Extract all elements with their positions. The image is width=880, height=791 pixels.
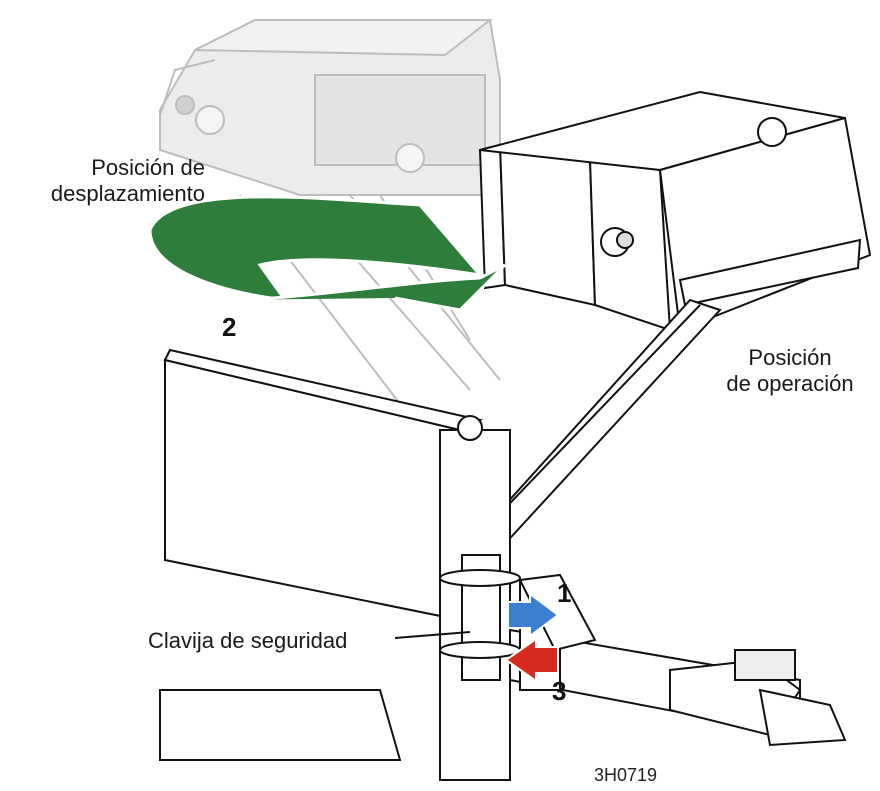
hopper-operating (478, 90, 872, 332)
insert-pin-arrow (504, 637, 559, 683)
step-2-callout: 2 (222, 312, 237, 342)
pivot-post (394, 554, 521, 681)
hitch (518, 573, 847, 747)
transport-label-line2: desplazamiento (50, 181, 205, 206)
transport-position-label: Posición de desplazamiento (25, 155, 205, 207)
figure-id: 3H0719 (594, 765, 658, 785)
step-1-callout: 1 (557, 578, 572, 608)
rotate-arrow (148, 195, 507, 312)
remove-pin-arrow (507, 592, 560, 638)
transport-label-line1: Posición de (91, 155, 205, 180)
operating-position-label: Posición de operación (720, 345, 860, 397)
operating-label-line1: Posición (748, 345, 832, 370)
operating-label-line2: de operación (726, 371, 854, 396)
step-3-callout: 3 (552, 676, 567, 706)
safety-pin-label: Clavija de seguridad (148, 628, 348, 653)
